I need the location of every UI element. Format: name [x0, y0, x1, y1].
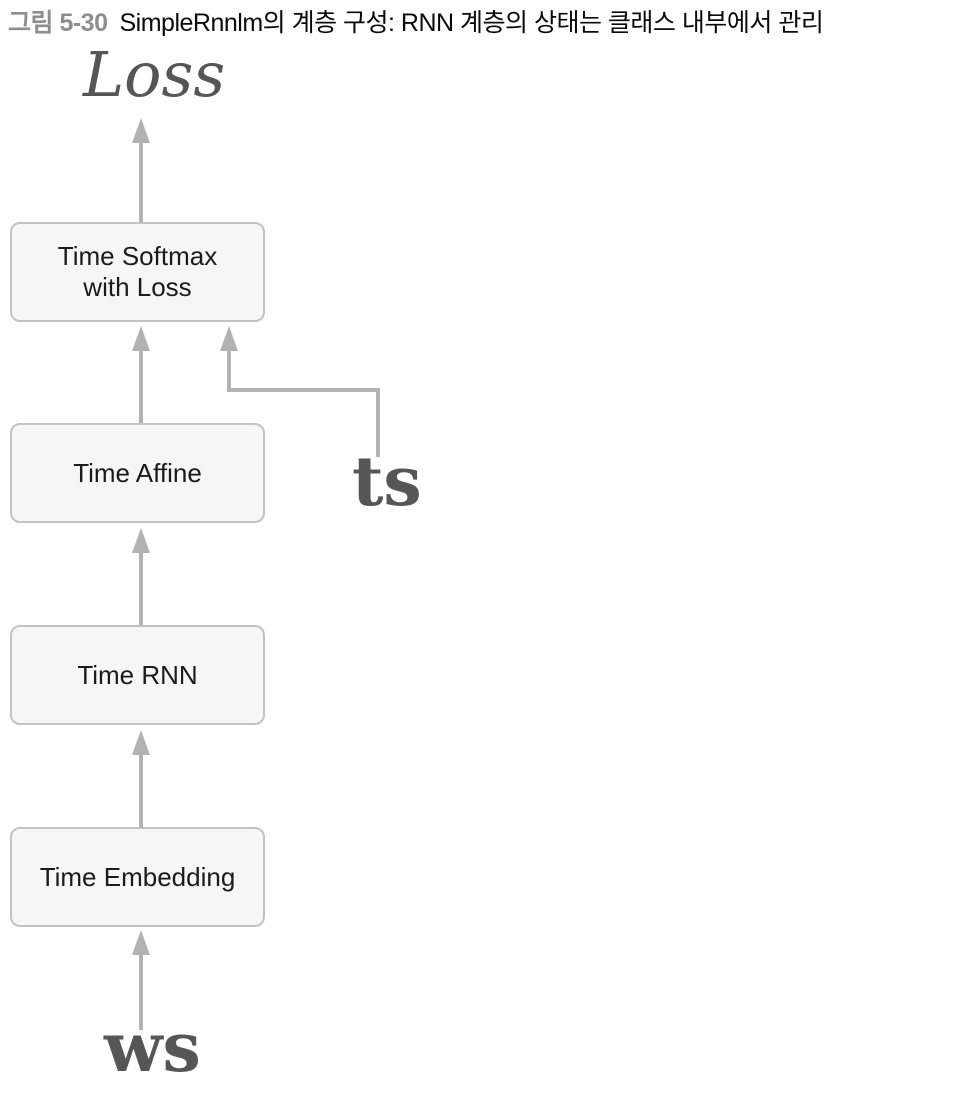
input-label-ts: ts	[352, 442, 422, 522]
node-time-rnn: Time RNN	[10, 625, 265, 725]
node-time-softmax-with-loss: Time Softmax with Loss	[10, 222, 265, 322]
figure-caption: 그림 5-30 SimpleRnnlm의 계층 구성: RNN 계층의 상태는 클…	[8, 3, 963, 39]
node-label: Time Affine	[73, 457, 202, 488]
figure-title: SimpleRnnlm의 계층 구성: RNN 계층의 상태는 클래스 내부에서…	[119, 9, 824, 37]
figure-number-label: 그림 5-30	[8, 9, 108, 37]
node-label: Time RNN	[77, 659, 198, 690]
arrow-affine-to-softmax	[132, 326, 150, 423]
arrow-embedding-to-rnn	[132, 730, 150, 827]
input-label-ws: ws	[104, 1008, 201, 1088]
node-label: Time Softmax with Loss	[57, 241, 218, 302]
node-time-affine: Time Affine	[10, 423, 265, 523]
arrow-softmax-to-loss	[132, 118, 150, 222]
node-label: Time Embedding	[39, 861, 236, 892]
node-time-embedding: Time Embedding	[10, 827, 265, 927]
output-label-loss: Loss	[83, 38, 226, 111]
arrow-rnn-to-affine	[132, 528, 150, 625]
